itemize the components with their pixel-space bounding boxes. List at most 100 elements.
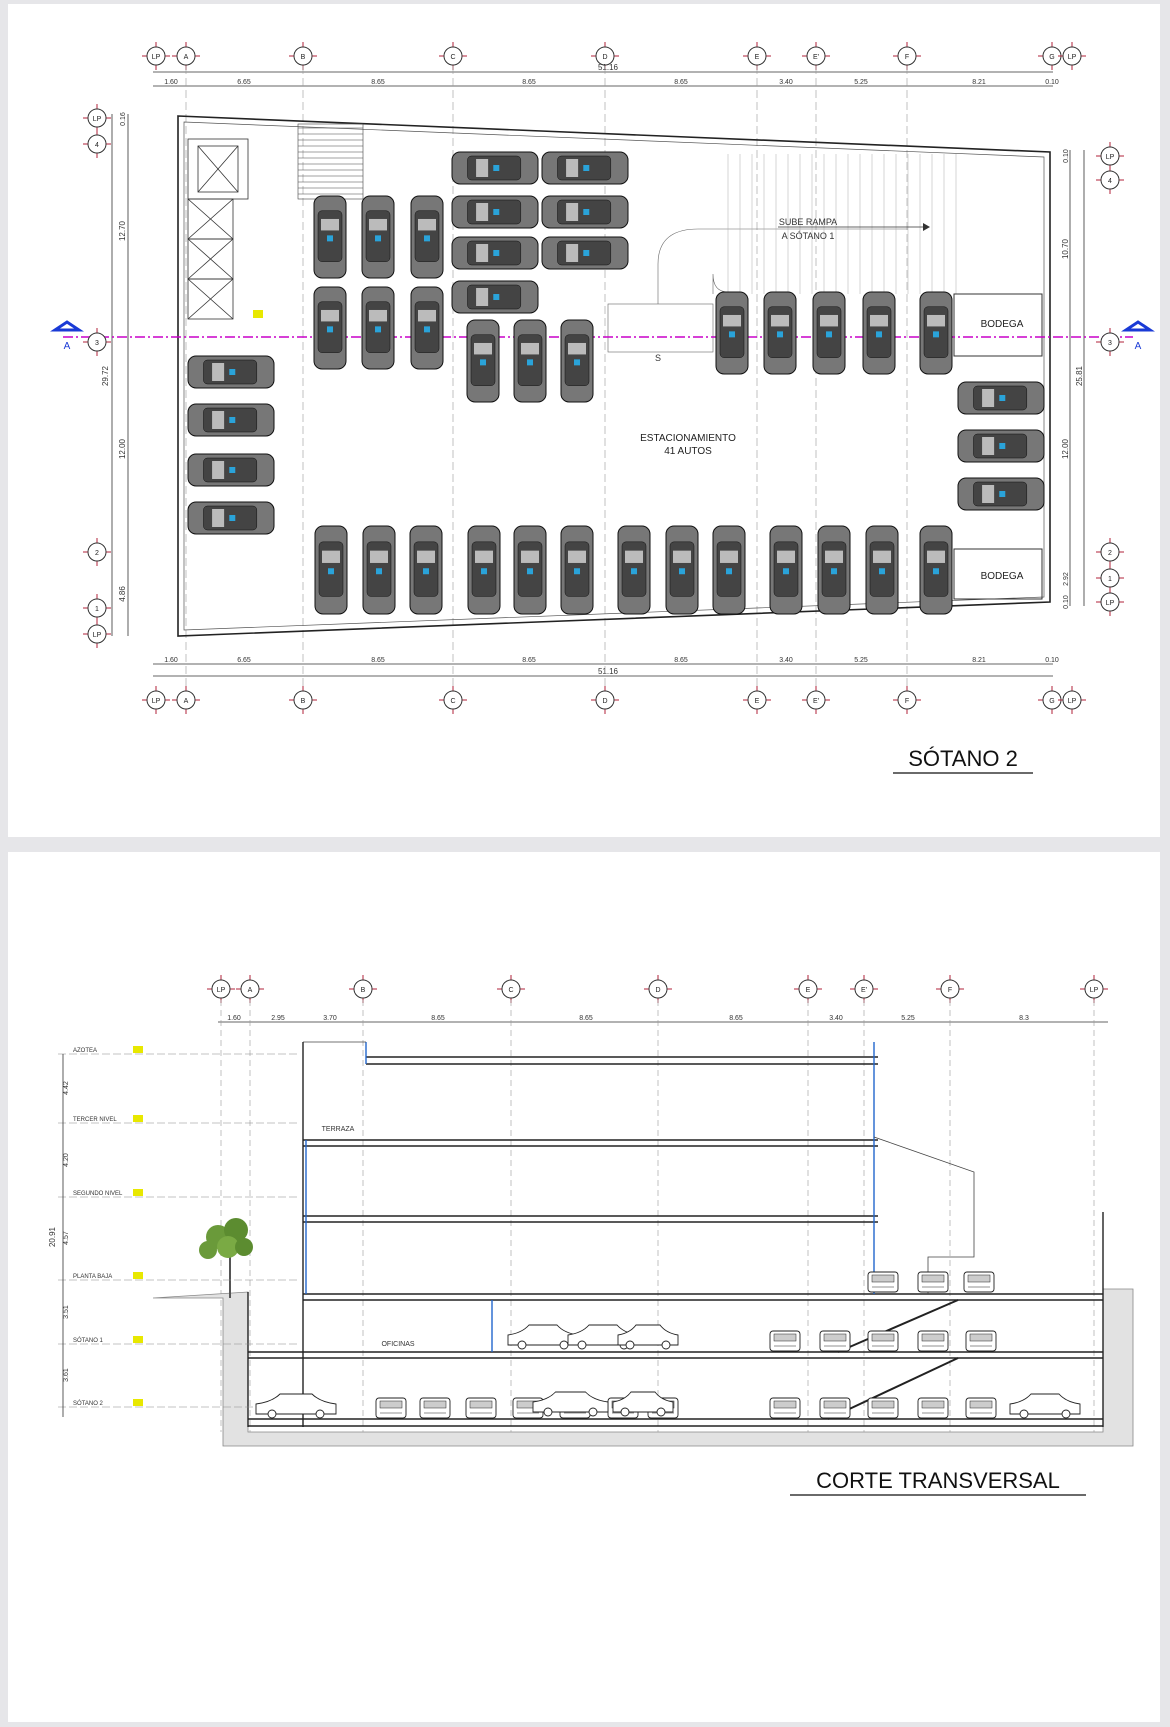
plan-grid-bubble-bottom: B [289, 686, 317, 714]
car-front-icon [917, 1397, 949, 1419]
plan-grid-bubble-right: LP [1096, 588, 1124, 616]
plan-right-dim-3: 2.92 [1063, 572, 1070, 586]
car-side-icon [1009, 1393, 1081, 1419]
level-tag-icon [253, 310, 263, 318]
car-side-icon [612, 1391, 674, 1417]
car-side-icon [507, 1324, 579, 1350]
plan-grid-bubble-right: 1 [1096, 564, 1124, 592]
plan-dimension-lines [111, 71, 1085, 677]
plan-dim-bottom: 6.65 [237, 657, 251, 664]
section-cut-label-left: A [64, 341, 71, 352]
plan-grid-bubble-top: E [743, 42, 771, 70]
plan-grid-bubble-left: 3 [83, 328, 111, 356]
car-icon [451, 236, 539, 270]
level-label: SÓTANO 1 [73, 1337, 104, 1344]
terrace-label: TERRAZA [322, 1126, 355, 1133]
storage-label-lower: BODEGA [981, 571, 1024, 582]
plan-left-dim-1: 12.70 [118, 220, 127, 241]
section-dim: 1.60 [227, 1015, 241, 1022]
section-cars [255, 1271, 1081, 1419]
level-dim: 3.51 [63, 1305, 70, 1319]
car-front-icon [965, 1330, 997, 1352]
section-grid-bubble: B [349, 975, 377, 1003]
plan-dim-bottom: 3.40 [779, 657, 793, 664]
car-side-icon [617, 1324, 679, 1350]
section-cut-arrow-right [1121, 320, 1155, 332]
car-front-icon [375, 1397, 407, 1419]
plan-grid-bubble-right: LP [1096, 142, 1124, 170]
plan-grid-bubble-bottom: LP [1058, 686, 1086, 714]
plan-grid-bubble-left: LP [83, 620, 111, 648]
plan-grid-bubble-top-label: LP [152, 54, 161, 61]
plan-grid-bubble-bottom-label: B [301, 698, 306, 705]
plan-grid-bubble-top-label: A [184, 54, 189, 61]
plan-dim-top: 1.60 [164, 79, 178, 86]
car-icon [812, 291, 846, 375]
plan-grid-bubble-bottom: D [591, 686, 619, 714]
level-tag-icon [133, 1115, 143, 1122]
car-icon [862, 291, 896, 375]
plan-grid-bubble-bottom-label: C [450, 698, 455, 705]
section-dim: 8.65 [729, 1015, 743, 1022]
level-dim: 4.42 [63, 1081, 70, 1095]
level-tag-icon [133, 1046, 143, 1053]
car-icon [362, 525, 396, 615]
level-label: PLANTA BAJA [73, 1274, 112, 1280]
section-dim: 2.95 [271, 1015, 285, 1022]
car-icon [314, 525, 348, 615]
plan-grid-bubble-top: A [172, 42, 200, 70]
plan-grid-bubble-top-label: C [450, 54, 455, 61]
plan-grid-bubble-right: 2 [1096, 538, 1124, 566]
car-front-icon [867, 1271, 899, 1293]
plan-right-total-dim: 25.81 [1075, 365, 1084, 386]
car-icon [919, 291, 953, 375]
plan-grid-bubble-bottom: F [893, 686, 921, 714]
car-icon [541, 195, 629, 229]
section-dim: 8.65 [431, 1015, 445, 1022]
plan-dim-top: 8.65 [522, 79, 536, 86]
plan-title: SÓTANO 2 [908, 746, 1018, 771]
plan-grid-bubble-top-label: F [905, 54, 909, 61]
ground-earth [152, 1288, 1134, 1447]
car-front-icon [419, 1397, 451, 1419]
car-icon [957, 477, 1045, 511]
plan-grid-bubble-left: 4 [83, 130, 111, 158]
car-icon [560, 525, 594, 615]
plan-grid-bubble-top: E' [802, 42, 830, 70]
plan-grid-bubble-left: 2 [83, 538, 111, 566]
car-front-icon [965, 1397, 997, 1419]
section-grid-bubble: LP [1080, 975, 1108, 1003]
plan-grid-bubble-top: LP [142, 42, 170, 70]
car-icon [187, 355, 275, 389]
level-label: SEGUNDO NIVEL [73, 1191, 123, 1197]
section-grid-bubble-label: LP [1090, 987, 1099, 994]
plan-grid-bubble-right-label: 1 [1108, 576, 1112, 583]
plan-grid-bubble-top: F [893, 42, 921, 70]
plan-grid-bubble-bottom-label: G [1049, 698, 1054, 705]
car-icon [541, 151, 629, 185]
plan-grid-bubble-bottom: E [743, 686, 771, 714]
plan-right-dim-2: 12.00 [1061, 438, 1070, 459]
section-title: CORTE TRANSVERSAL [816, 1468, 1060, 1493]
car-icon [617, 525, 651, 615]
section-level-dims: 4.424.204.573.513.61 [63, 1081, 70, 1382]
plan-grid-bubble-bottom: C [439, 686, 467, 714]
car-icon [769, 525, 803, 615]
plan-dim-bottom: 8.65 [674, 657, 688, 664]
car-icon [513, 319, 547, 403]
ramp-upper [837, 1299, 959, 1353]
plan-dim-bottom: 8.21 [972, 657, 986, 664]
car-icon [187, 403, 275, 437]
section-dim: 5.25 [901, 1015, 915, 1022]
car-icon [541, 236, 629, 270]
car-icon [466, 319, 500, 403]
section-grid-bubble-label: E [806, 987, 811, 994]
